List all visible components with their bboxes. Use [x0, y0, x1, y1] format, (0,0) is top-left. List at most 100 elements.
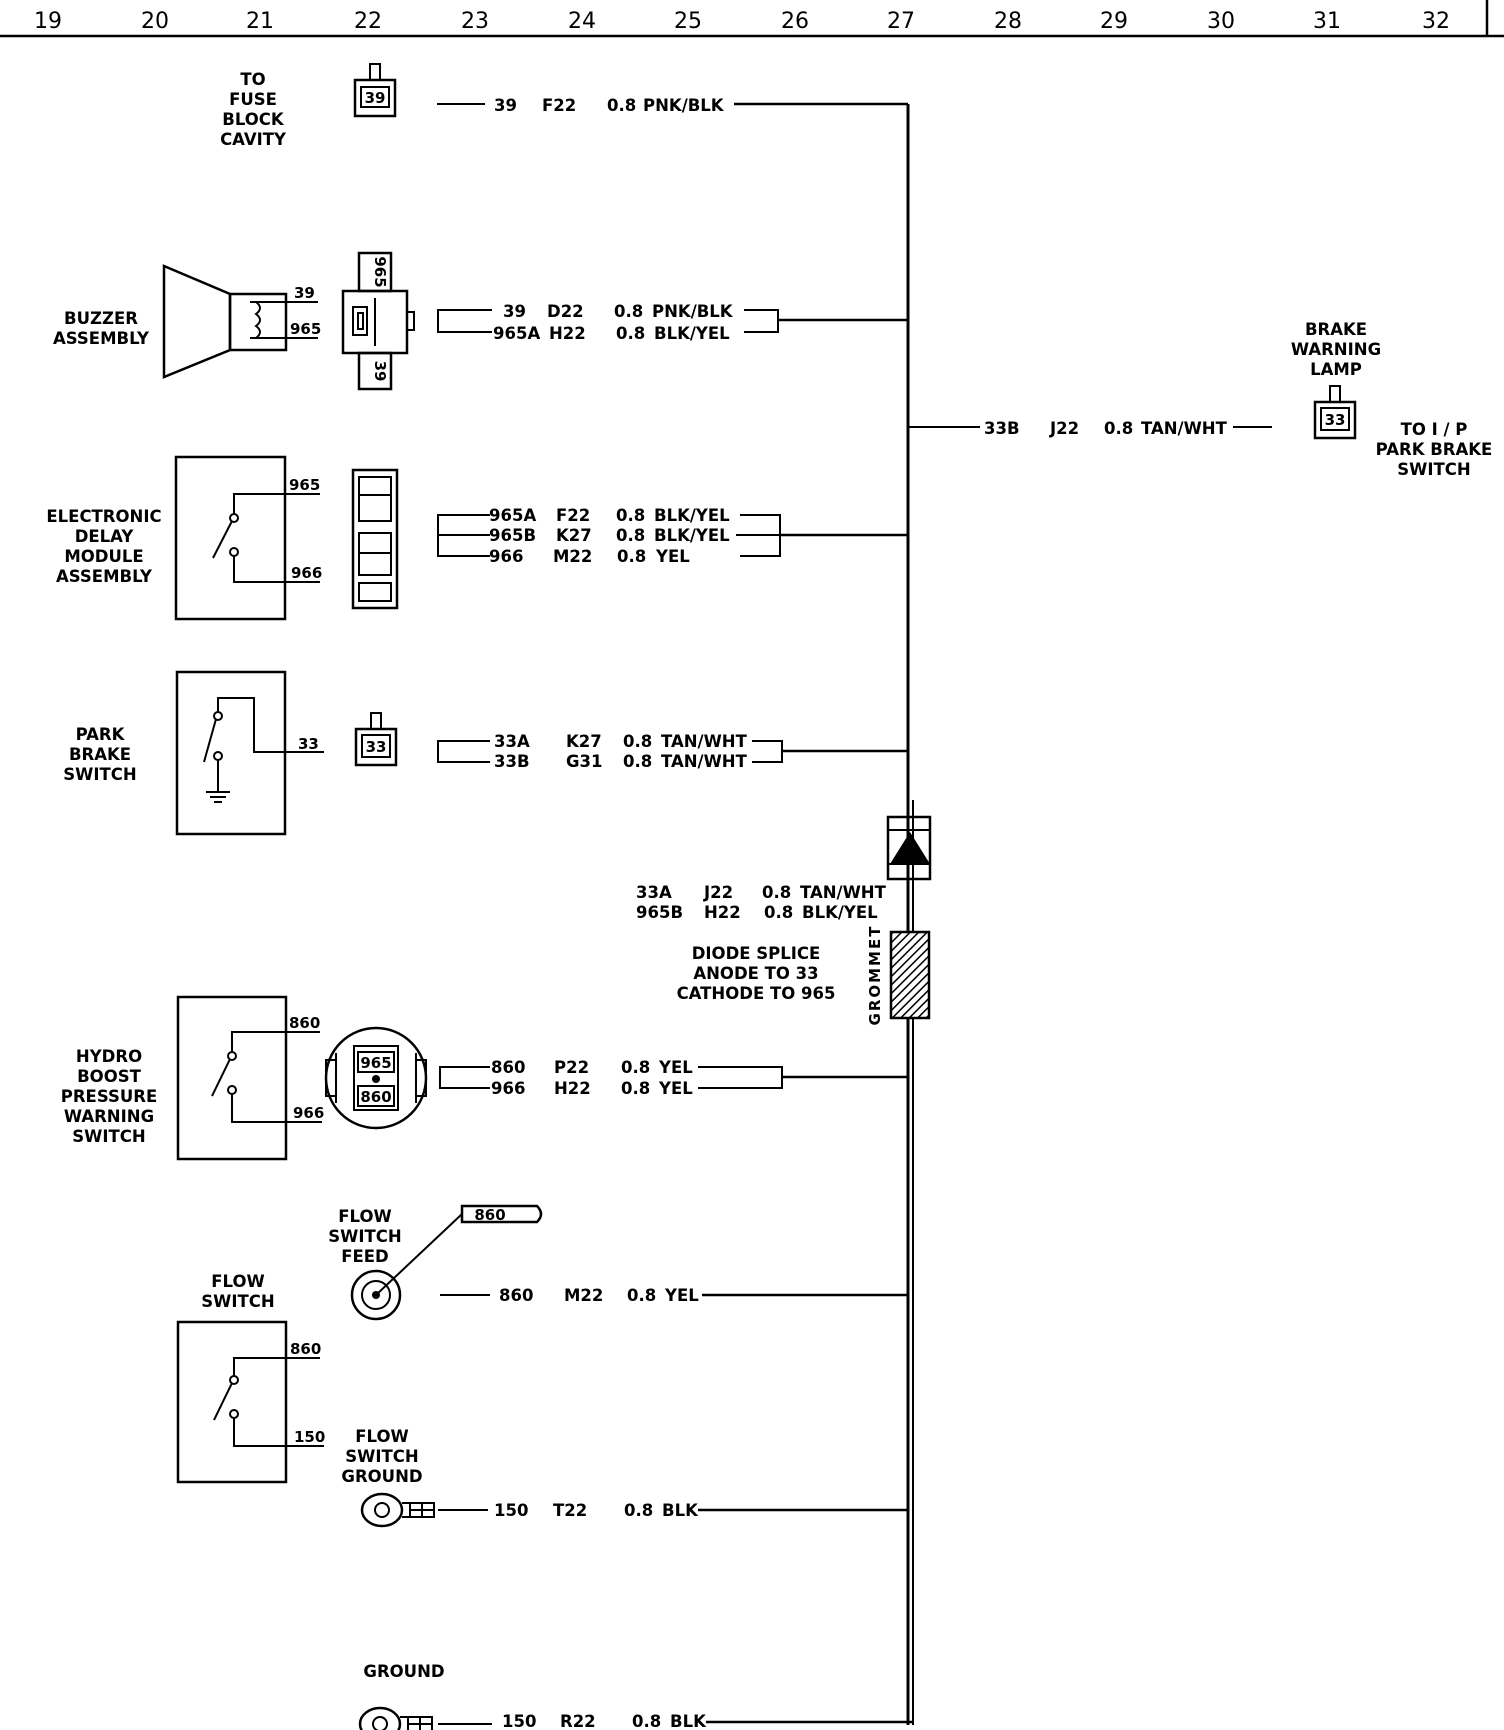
svg-text:FLOW: FLOW [211, 1272, 264, 1291]
ip-park-brake-label: TO I / P PARK BRAKE SWITCH [1376, 420, 1493, 479]
edm-pin-965: 965 [289, 476, 320, 494]
wire-965B-H22: 965B H22 0.8 BLK/YEL [636, 903, 878, 922]
svg-text:SWITCH: SWITCH [72, 1127, 145, 1146]
hydro-connector-icon: 965 860 [324, 1026, 428, 1130]
wire-150-R22: 150 R22 0.8 BLK [502, 1712, 707, 1730]
grid-col-25: 25 [674, 9, 702, 34]
svg-text:PARK BRAKE: PARK BRAKE [1376, 440, 1493, 459]
svg-text:0.8: 0.8 [607, 96, 636, 115]
wire-965B-K27: 965B K27 0.8 BLK/YEL [489, 526, 730, 545]
wire-33B-J22: 33B J22 0.8 TAN/WHT [984, 419, 1228, 438]
edm-box [174, 455, 320, 621]
svg-text:P22: P22 [554, 1058, 589, 1077]
grid-col-26: 26 [781, 9, 809, 34]
svg-text:966: 966 [491, 1079, 525, 1098]
svg-text:860: 860 [491, 1058, 525, 1077]
wire-860-P22: 860 P22 0.8 YEL [491, 1058, 693, 1077]
svg-text:G31: G31 [566, 752, 603, 771]
svg-text:PNK/BLK: PNK/BLK [643, 96, 725, 115]
svg-text:SWITCH: SWITCH [1397, 460, 1470, 479]
svg-text:WARNING: WARNING [64, 1107, 154, 1126]
flow-ground-terminal-icon [360, 1492, 435, 1528]
park-brake-box [175, 670, 324, 836]
brake-lamp-connector-icon: 33 [1313, 385, 1357, 440]
svg-text:0.8: 0.8 [764, 903, 793, 922]
grid-col-30: 30 [1207, 9, 1235, 34]
svg-text:MODULE: MODULE [64, 547, 143, 566]
grid-ruler: 19 20 21 22 23 24 25 26 27 28 29 30 31 3… [0, 0, 1504, 38]
buzzer-label: BUZZER ASSEMBLY [53, 309, 150, 348]
diode-splice-note: DIODE SPLICE ANODE TO 33 CATHODE TO 965 [677, 944, 836, 1003]
flow-feed-label: FLOW SWITCH FEED [328, 1207, 401, 1266]
grid-col-21: 21 [246, 9, 274, 34]
svg-text:ASSEMBLY: ASSEMBLY [56, 567, 153, 586]
svg-text:BLK: BLK [670, 1712, 707, 1730]
svg-text:BLK/YEL: BLK/YEL [654, 526, 730, 545]
grid-col-20: 20 [141, 9, 169, 34]
svg-text:0.8: 0.8 [632, 1712, 661, 1730]
svg-text:PNK/BLK: PNK/BLK [652, 302, 734, 321]
wire-33A-J22: 33A J22 0.8 TAN/WHT [636, 883, 887, 902]
svg-text:H22: H22 [549, 324, 586, 343]
wire-860-M22: 860 M22 0.8 YEL [499, 1286, 699, 1305]
svg-text:ANODE TO 33: ANODE TO 33 [693, 964, 818, 983]
hydro-conn-pin-860: 860 [360, 1088, 391, 1106]
grid-col-24: 24 [568, 9, 596, 34]
flow-switch-label: FLOW SWITCH [201, 1272, 274, 1311]
svg-text:H22: H22 [704, 903, 741, 922]
edm-pin-966: 966 [291, 564, 322, 582]
svg-text:F22: F22 [556, 506, 590, 525]
svg-text:BLOCK: BLOCK [222, 110, 285, 129]
wire-965A-H22: 965A H22 0.8 BLK/YEL [493, 324, 730, 343]
svg-text:DIODE SPLICE: DIODE SPLICE [692, 944, 821, 963]
svg-text:965B: 965B [489, 526, 536, 545]
svg-text:SWITCH: SWITCH [201, 1292, 274, 1311]
hydro-conn-pin-965: 965 [360, 1054, 391, 1072]
svg-text:150: 150 [502, 1712, 536, 1730]
svg-text:K27: K27 [556, 526, 592, 545]
svg-text:965A: 965A [489, 506, 536, 525]
svg-text:BLK/YEL: BLK/YEL [802, 903, 878, 922]
svg-text:TAN/WHT: TAN/WHT [661, 732, 748, 751]
svg-text:39: 39 [494, 96, 517, 115]
hydro-box [176, 995, 322, 1161]
svg-text:LAMP: LAMP [1310, 360, 1362, 379]
buzzer-conn-pin-39: 39 [371, 361, 389, 382]
svg-text:0.8: 0.8 [614, 302, 643, 321]
svg-text:GROUND: GROUND [341, 1467, 422, 1486]
svg-text:860: 860 [499, 1286, 533, 1305]
svg-text:BLK/YEL: BLK/YEL [654, 506, 730, 525]
svg-text:965B: 965B [636, 903, 683, 922]
svg-text:39: 39 [503, 302, 526, 321]
flow-feed-tag-860: 860 [474, 1206, 505, 1224]
svg-text:M22: M22 [564, 1286, 603, 1305]
svg-text:0.8: 0.8 [1104, 419, 1133, 438]
flow-ground-label: FLOW SWITCH GROUND [341, 1427, 422, 1486]
svg-text:FUSE: FUSE [229, 90, 277, 109]
grid-col-22: 22 [354, 9, 382, 34]
svg-text:FEED: FEED [341, 1247, 389, 1266]
svg-text:0.8: 0.8 [621, 1079, 650, 1098]
svg-text:33A: 33A [636, 883, 672, 902]
diode-icon [886, 815, 932, 881]
svg-text:SWITCH: SWITCH [345, 1447, 418, 1466]
svg-text:FLOW: FLOW [355, 1427, 408, 1446]
svg-text:ELECTRONIC: ELECTRONIC [46, 507, 161, 526]
buzzer-icon [162, 264, 318, 379]
flow-switch-pin-860: 860 [290, 1340, 321, 1358]
svg-text:YEL: YEL [655, 547, 690, 566]
svg-text:J22: J22 [703, 883, 733, 902]
svg-text:DELAY: DELAY [75, 527, 135, 546]
svg-text:K27: K27 [566, 732, 602, 751]
svg-text:YEL: YEL [658, 1079, 693, 1098]
svg-text:CATHODE TO 965: CATHODE TO 965 [677, 984, 836, 1003]
svg-text:0.8: 0.8 [617, 547, 646, 566]
svg-text:F22: F22 [542, 96, 576, 115]
grid-col-19: 19 [34, 9, 62, 34]
buzzer-pin-39: 39 [294, 284, 315, 302]
svg-text:SWITCH: SWITCH [328, 1227, 401, 1246]
svg-text:33B: 33B [494, 752, 530, 771]
buzzer-pin-965: 965 [290, 320, 321, 338]
ground-terminal-icon [358, 1706, 433, 1730]
